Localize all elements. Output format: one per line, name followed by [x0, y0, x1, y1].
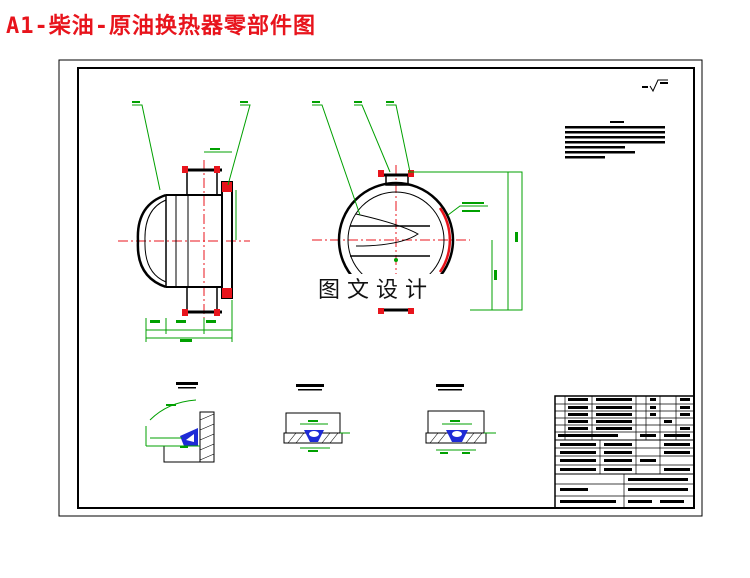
- weld-detail-1: [145, 382, 215, 463]
- sheet-inner-border: [77, 67, 695, 509]
- watermark: 图文设计: [300, 274, 452, 308]
- weld-detail-2: [283, 384, 350, 452]
- title-block: [554, 395, 695, 509]
- side-elevation-view: [118, 101, 251, 342]
- sheet-outer-border: [58, 59, 703, 517]
- title-block-text: [558, 398, 690, 503]
- weld-detail-3: [425, 384, 496, 454]
- surface-roughness-icon: [642, 79, 668, 93]
- technical-notes: [565, 121, 665, 159]
- page-title: A1-柴油-原油换热器零部件图: [6, 14, 316, 39]
